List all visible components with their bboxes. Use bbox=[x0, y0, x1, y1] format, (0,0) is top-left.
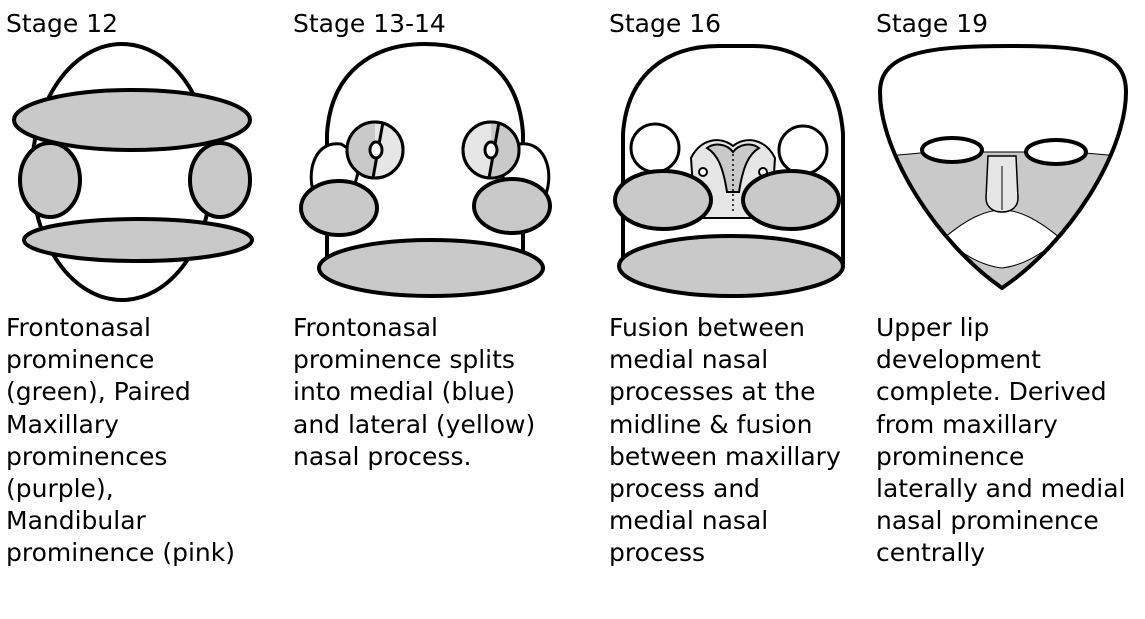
maxillary-prominence-left bbox=[615, 171, 711, 229]
frontonasal-prominence bbox=[14, 90, 250, 150]
mandibular-prominence bbox=[24, 219, 252, 261]
maxillary-prominence-left bbox=[20, 143, 80, 217]
maxillary-prominence-right bbox=[743, 171, 839, 229]
stage-caption: Upper lip development complete. Derived … bbox=[876, 312, 1138, 570]
stage-caption: Frontonasal prominence splits into media… bbox=[293, 312, 555, 473]
nostril-left bbox=[922, 138, 982, 162]
nostril-right bbox=[1026, 140, 1086, 164]
nasal-opening-right bbox=[779, 126, 827, 174]
mandibular-prominence bbox=[319, 240, 543, 296]
stage-12-diagram bbox=[0, 42, 270, 302]
maxillary-prominence-left bbox=[301, 181, 377, 235]
stage-13-14-diagram bbox=[287, 42, 557, 302]
stage-title: Stage 13-14 bbox=[293, 8, 446, 40]
stage-12-panel: Stage 12 Frontonasal prominence (green),… bbox=[0, 0, 270, 619]
maxillary-prominence-right bbox=[474, 179, 550, 233]
stage-title: Stage 12 bbox=[6, 8, 118, 40]
nasal-pit-left bbox=[370, 142, 382, 158]
stage-13-14-panel: Stage 13-14 Frontonasal prominence bbox=[287, 0, 557, 619]
stage-caption: Fusion between medial nasal processes at… bbox=[609, 312, 871, 570]
stage-title: Stage 19 bbox=[876, 8, 988, 40]
stage-caption: Frontonasal prominence (green), Paired M… bbox=[6, 312, 268, 570]
mandibular-prominence bbox=[619, 236, 843, 296]
stage-16-diagram bbox=[603, 42, 873, 302]
stage-19-diagram bbox=[870, 42, 1140, 302]
stage-title: Stage 16 bbox=[609, 8, 721, 40]
maxillary-prominence-right bbox=[190, 143, 250, 217]
stage-16-panel: Stage 16 Fusion between medial nasal pro… bbox=[603, 0, 873, 619]
stage-19-panel: Stage 19 Upper lip development bbox=[870, 0, 1140, 619]
nasal-opening-left bbox=[631, 124, 679, 172]
nasal-pit-right bbox=[485, 142, 497, 158]
